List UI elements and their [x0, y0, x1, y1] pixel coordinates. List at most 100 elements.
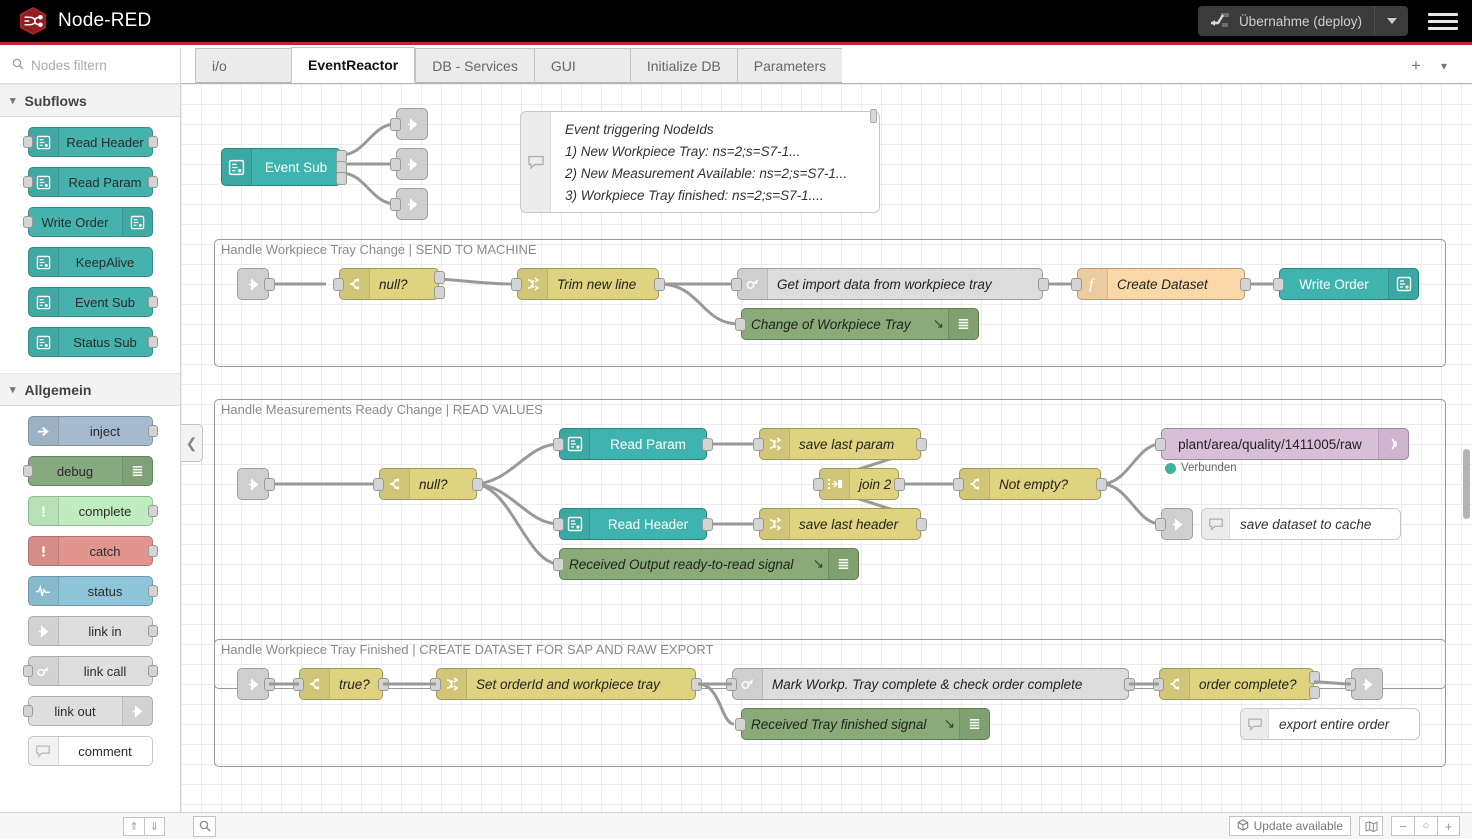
palette-node-status[interactable]: status: [27, 576, 158, 606]
canvas-node-save-last-param[interactable]: save last param: [753, 428, 927, 460]
output-port[interactable]: [434, 271, 445, 284]
chevron-down-icon[interactable]: ▾: [1440, 58, 1448, 73]
input-port[interactable]: [511, 278, 522, 291]
output-port[interactable]: [1309, 686, 1320, 699]
canvas-node-trim-new-line[interactable]: Trim new line: [511, 268, 665, 300]
output-port[interactable]: [147, 336, 158, 348]
map-icon[interactable]: [1359, 816, 1383, 836]
canvas-node-link-out-1[interactable]: [390, 108, 428, 140]
canvas-search-button[interactable]: [181, 815, 216, 837]
palette-search[interactable]: [0, 48, 180, 84]
palette-node-status-sub[interactable]: Status Sub: [27, 327, 158, 357]
tab-io[interactable]: i/o: [195, 48, 291, 83]
input-port[interactable]: [293, 678, 304, 691]
output-port[interactable]: [336, 172, 347, 185]
canvas-node-create-dataset[interactable]: f Create Dataset: [1071, 268, 1251, 300]
output-port[interactable]: [1096, 478, 1107, 491]
canvas-node-order-complete[interactable]: order complete?: [1153, 668, 1320, 700]
output-port[interactable]: [378, 678, 389, 691]
canvas-node-debug-output-ready[interactable]: Received Output ready-to-read signal ↘: [553, 548, 859, 580]
tab-parameters[interactable]: Parameters: [736, 48, 843, 83]
canvas-node-set-orderid[interactable]: Set orderId and workpiece tray: [430, 668, 702, 700]
input-port[interactable]: [735, 318, 746, 331]
output-port[interactable]: [916, 518, 927, 531]
canvas-node-mqtt-out[interactable]: plant/area/quality/1411005/raw: [1155, 428, 1409, 460]
palette-node-keepalive[interactable]: KeepAlive: [27, 247, 153, 277]
input-port[interactable]: [22, 136, 33, 148]
input-port[interactable]: [553, 438, 564, 451]
palette-node-debug[interactable]: debug: [22, 456, 153, 486]
deploy-options-button[interactable]: [1374, 6, 1408, 36]
input-port[interactable]: [373, 478, 384, 491]
canvas-comment-save-dataset-to-cache[interactable]: save dataset to cache: [1201, 508, 1401, 540]
canvas-node-debug-change-of-workpiece-tray[interactable]: Change of Workpiece Tray ↘: [735, 308, 979, 340]
input-port[interactable]: [1153, 678, 1164, 691]
tab-initialize-db[interactable]: Initialize DB: [629, 48, 737, 83]
palette-node-event-sub[interactable]: Event Sub: [27, 287, 158, 317]
canvas-node-not-empty[interactable]: Not empty?: [953, 468, 1107, 500]
input-port[interactable]: [1345, 678, 1356, 691]
deploy-button[interactable]: Übernahme (deploy): [1197, 6, 1408, 36]
output-port[interactable]: [147, 176, 158, 188]
canvas-node-link-in-g1[interactable]: [237, 268, 275, 300]
canvas-node-save-last-header[interactable]: save last header: [753, 508, 927, 540]
minus-icon[interactable]: −: [1391, 816, 1414, 836]
input-port[interactable]: [22, 705, 33, 717]
palette-node-write-order[interactable]: Write Order: [22, 207, 153, 237]
input-port[interactable]: [22, 216, 33, 228]
canvas-comment-note[interactable]: Event triggering NodeIds 1) New Workpiec…: [520, 109, 880, 213]
input-port[interactable]: [753, 438, 764, 451]
chevrons-up-icon[interactable]: ⇑: [123, 816, 144, 836]
output-port[interactable]: [916, 438, 927, 451]
input-port[interactable]: [390, 118, 401, 131]
canvas-node-write-order[interactable]: Write Order: [1273, 268, 1419, 300]
canvas-node-event-sub[interactable]: Event Sub: [221, 148, 347, 186]
canvas-node-read-param[interactable]: Read Param: [553, 428, 713, 460]
input-port[interactable]: [1273, 278, 1284, 291]
palette-node-inject[interactable]: inject: [27, 416, 158, 446]
resize-handle[interactable]: [870, 109, 877, 123]
hamburger-menu-icon[interactable]: [1428, 9, 1458, 34]
circle-icon[interactable]: ○: [1414, 816, 1437, 836]
input-port[interactable]: [22, 176, 33, 188]
canvas-node-join-2[interactable]: join 2: [813, 468, 905, 500]
output-port[interactable]: [1124, 678, 1135, 691]
canvas-node-link-out-2[interactable]: [390, 148, 428, 180]
input-port[interactable]: [1155, 438, 1166, 451]
canvas-node-link-in-g2[interactable]: [237, 468, 275, 500]
canvas-node-true-check[interactable]: true?: [293, 668, 389, 700]
search-input[interactable]: [31, 58, 161, 73]
output-port[interactable]: [1240, 278, 1251, 291]
input-port[interactable]: [1155, 518, 1166, 531]
input-port[interactable]: [753, 518, 764, 531]
tab-eventreactor[interactable]: EventReactor: [291, 47, 416, 83]
output-port[interactable]: [147, 136, 158, 148]
palette-node-complete[interactable]: complete: [27, 496, 158, 526]
update-available-button[interactable]: Update available: [1228, 816, 1351, 836]
canvas-node-null-check-g2[interactable]: null?: [373, 468, 483, 500]
output-port[interactable]: [702, 438, 713, 451]
chevrons-down-icon[interactable]: ⇓: [144, 816, 165, 836]
output-port[interactable]: [1038, 278, 1049, 291]
canvas-node-debug-tray-finished[interactable]: Received Tray finished signal ↘: [735, 708, 990, 740]
input-port[interactable]: [22, 665, 33, 677]
input-port[interactable]: [813, 478, 824, 491]
palette-node-read-header[interactable]: Read Header: [22, 127, 158, 157]
output-port[interactable]: [147, 505, 158, 517]
input-port[interactable]: [430, 678, 441, 691]
output-port[interactable]: [147, 545, 158, 557]
tab-db-services[interactable]: DB - Services: [415, 48, 534, 83]
canvas-comment-export-entire-order[interactable]: export entire order: [1240, 708, 1420, 740]
canvas-node-link-out-3[interactable]: [390, 188, 428, 220]
output-port[interactable]: [691, 678, 702, 691]
flow-group-workpiece-tray-finished[interactable]: Handle Workpiece Tray Finished | CREATE …: [214, 639, 1446, 767]
canvas-node-link-in-g3[interactable]: [237, 668, 275, 700]
output-port[interactable]: [472, 478, 483, 491]
input-port[interactable]: [390, 158, 401, 171]
palette-node-link-call[interactable]: link call: [22, 656, 158, 686]
output-port[interactable]: [264, 678, 275, 691]
output-port[interactable]: [264, 278, 275, 291]
input-port[interactable]: [735, 718, 746, 731]
output-port[interactable]: [702, 518, 713, 531]
output-port[interactable]: [434, 286, 445, 299]
